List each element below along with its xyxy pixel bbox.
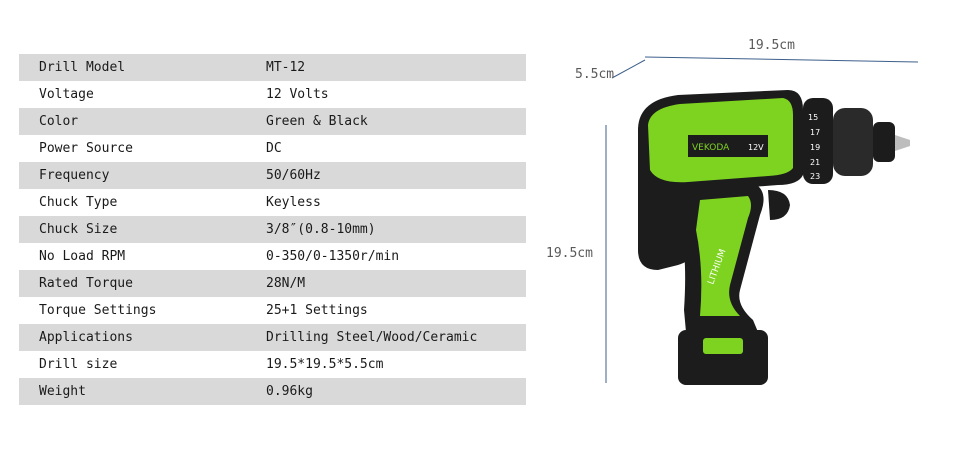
spec-label: Torque Settings (39, 303, 157, 318)
spec-label: Rated Torque (39, 276, 133, 291)
clutch-number: 17 (810, 128, 820, 137)
spec-row: Drill Model MT-12 (19, 54, 526, 81)
spec-value: 19.5*19.5*5.5cm (266, 357, 384, 372)
spec-label: Drill Model (39, 60, 126, 75)
spec-row: Chuck Type Keyless (19, 189, 526, 216)
clutch-number: 23 (810, 172, 820, 181)
spec-label: Applications (39, 330, 133, 345)
length-dimension-line (644, 56, 919, 63)
spec-label: Chuck Type (39, 195, 118, 210)
spec-label: Chuck Size (39, 222, 118, 237)
spec-value: Green & Black (266, 114, 368, 129)
spec-row: Voltage 12 Volts (19, 81, 526, 108)
spec-row: Applications Drilling Steel/Wood/Ceramic (19, 324, 526, 351)
width-dimension-line (611, 59, 646, 79)
length-dimension-label: 19.5cm (748, 38, 795, 53)
spec-value: 50/60Hz (266, 168, 321, 183)
spec-row: Rated Torque 28N/M (19, 270, 526, 297)
spec-table: Drill Model MT-12 Voltage 12 Volts Color… (19, 54, 526, 405)
spec-value: 25+1 Settings (266, 303, 368, 318)
spec-label: Weight (39, 384, 86, 399)
spec-label: No Load RPM (39, 249, 126, 264)
spec-label: Power Source (39, 141, 133, 156)
voltage-badge: 12V (748, 143, 764, 152)
spec-label: Drill size (39, 357, 118, 372)
spec-row: Torque Settings 25+1 Settings (19, 297, 526, 324)
spec-row: Weight 0.96kg (19, 378, 526, 405)
clutch-number: 21 (810, 158, 820, 167)
spec-value: Drilling Steel/Wood/Ceramic (266, 330, 478, 345)
spec-value: 0.96kg (266, 384, 313, 399)
clutch-number: 15 (808, 113, 818, 122)
spec-value: 0-350/0-1350r/min (266, 249, 400, 264)
spec-row: No Load RPM 0-350/0-1350r/min (19, 243, 526, 270)
spec-label: Frequency (39, 168, 110, 183)
clutch-number: 19 (810, 143, 820, 152)
brand-text: VEKODA (692, 143, 730, 153)
spec-row: Color Green & Black (19, 108, 526, 135)
cordless-drill-icon: 15 17 19 21 23 VEKODA 12V LITHIUM (638, 90, 910, 385)
spec-row: Frequency 50/60Hz (19, 162, 526, 189)
spec-label: Voltage (39, 87, 94, 102)
spec-value: DC (266, 141, 282, 156)
spec-row: Drill size 19.5*19.5*5.5cm (19, 351, 526, 378)
spec-row: Power Source DC (19, 135, 526, 162)
spec-row: Chuck Size 3/8″(0.8-10mm) (19, 216, 526, 243)
width-dimension-label: 5.5cm (575, 67, 615, 82)
spec-value: Keyless (266, 195, 321, 210)
height-dimension-label: 19.5cm (546, 246, 593, 261)
spec-value: 12 Volts (266, 87, 329, 102)
spec-label: Color (39, 114, 79, 129)
spec-value: 3/8″(0.8-10mm) (266, 222, 376, 237)
spec-value: 28N/M (266, 276, 306, 291)
spec-value: MT-12 (266, 60, 306, 75)
